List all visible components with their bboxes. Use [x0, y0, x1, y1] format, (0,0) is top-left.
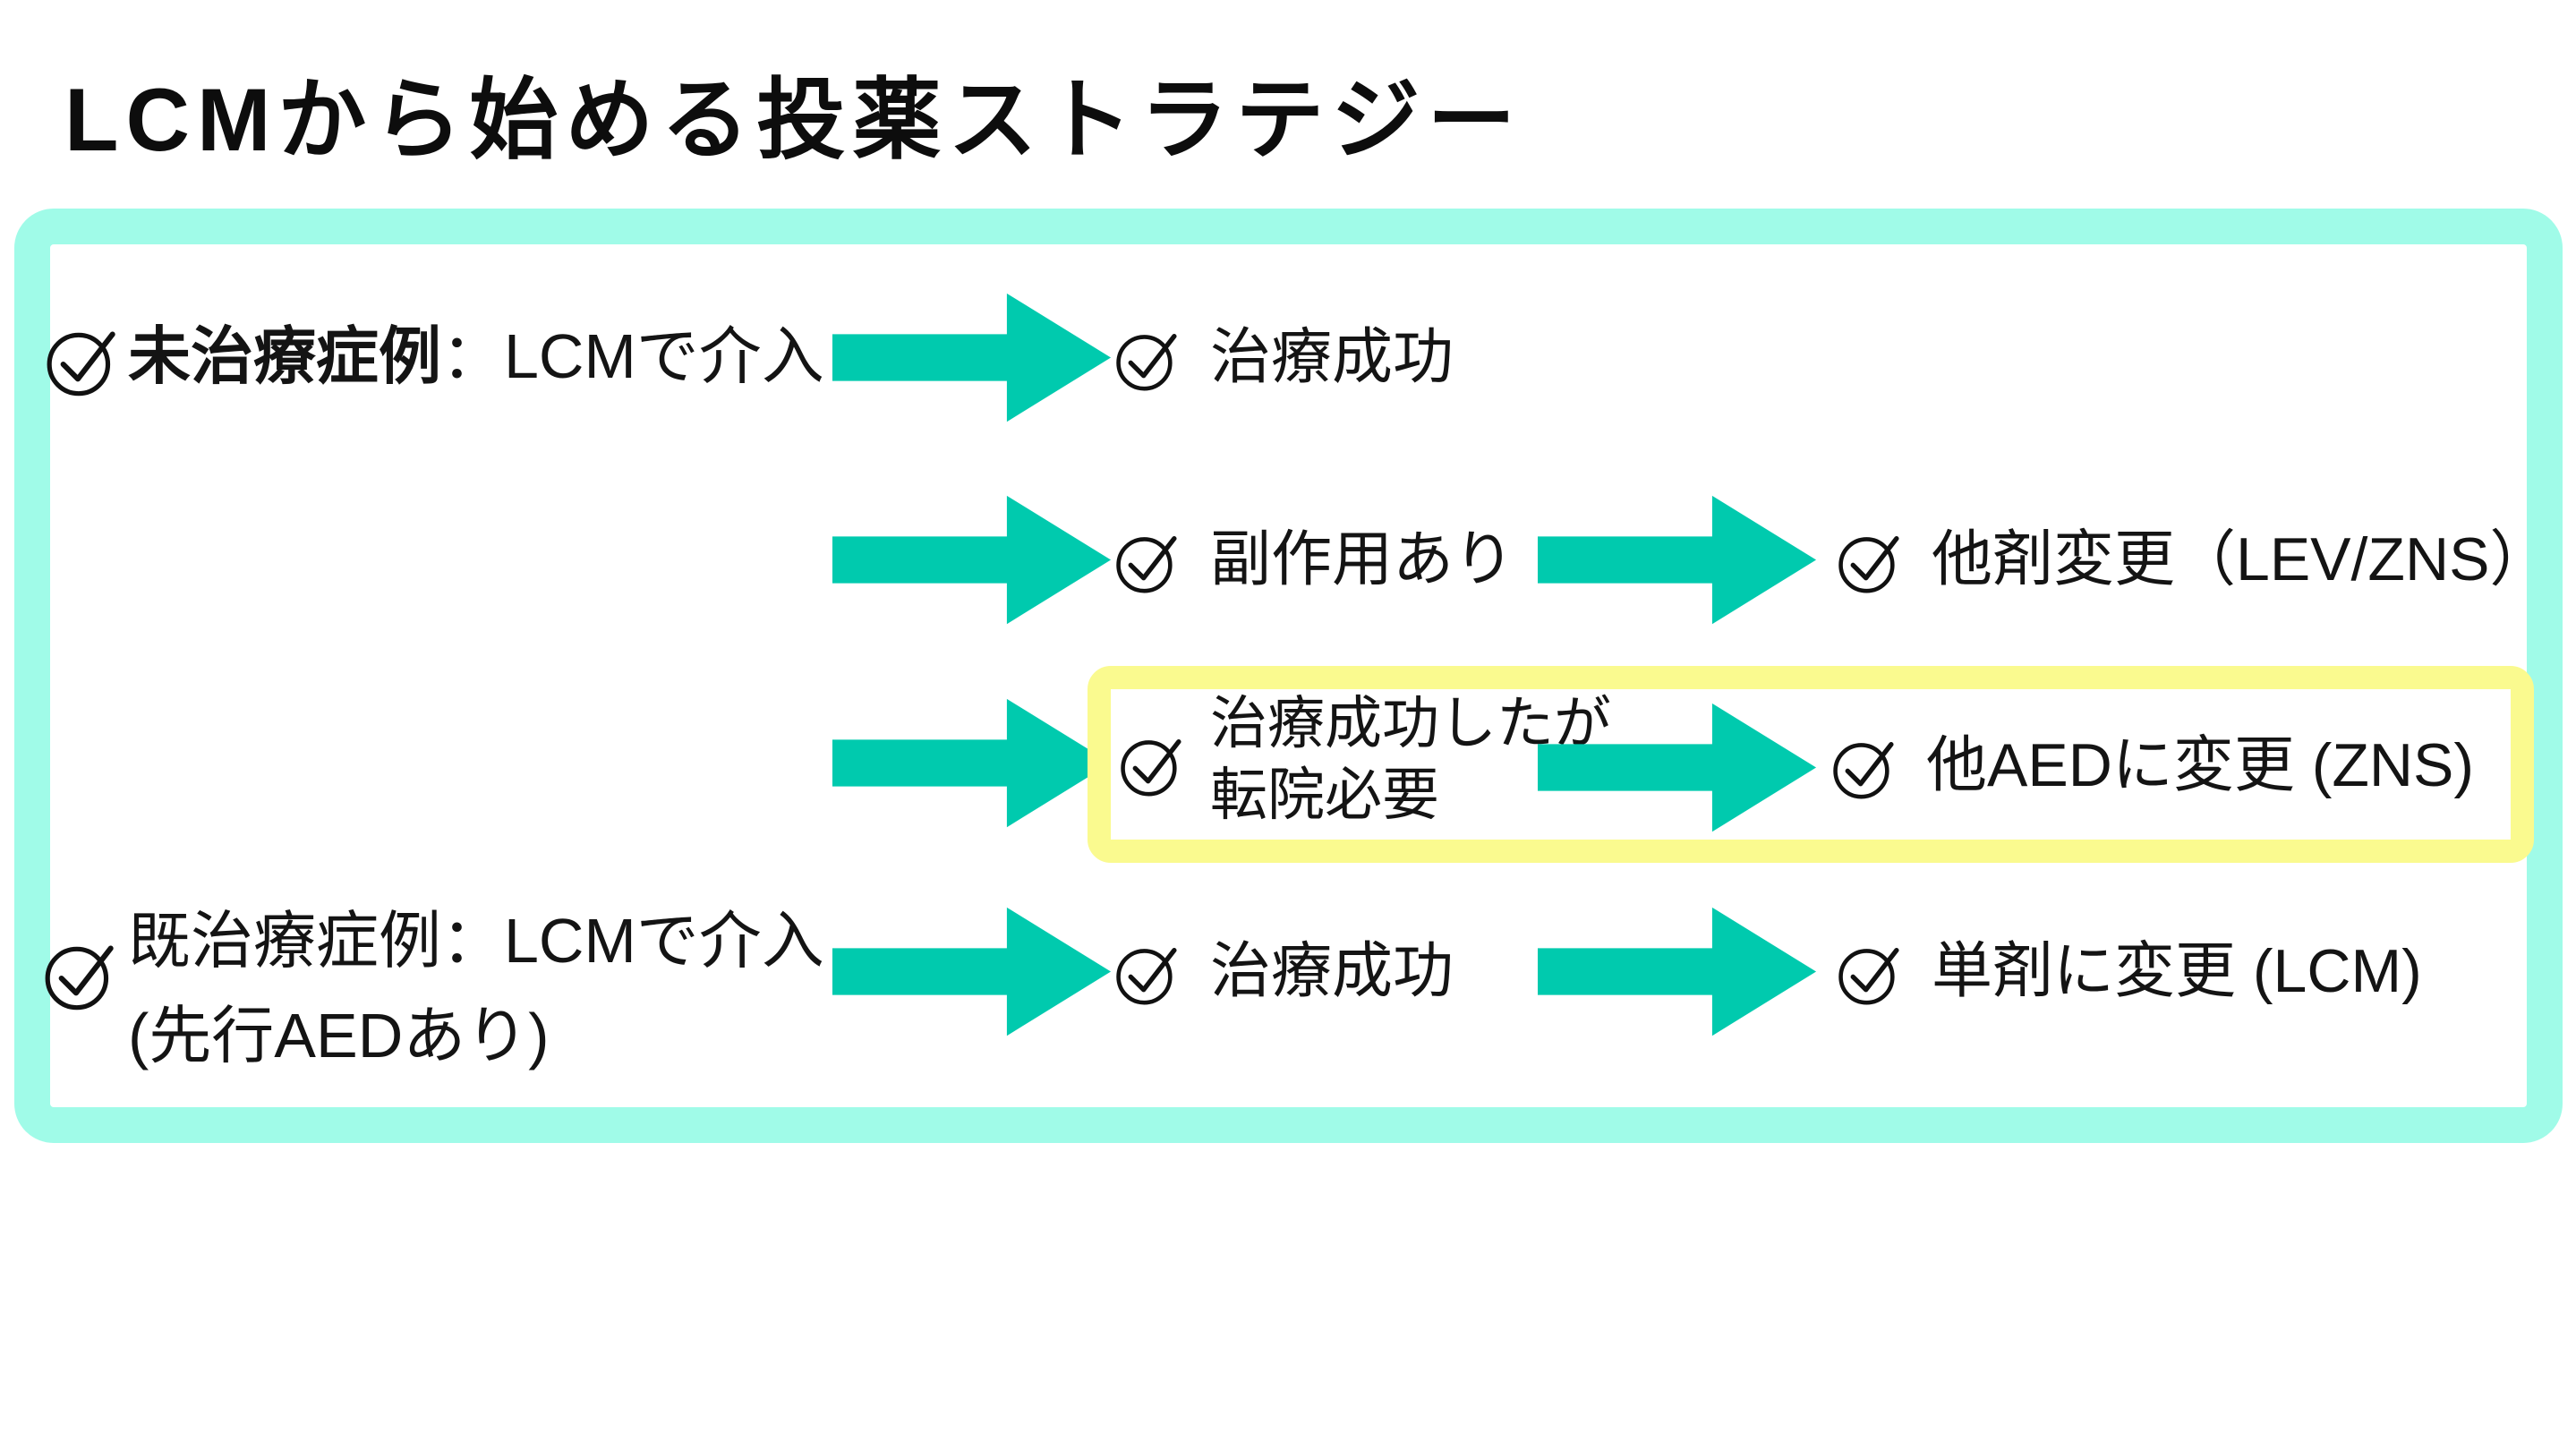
check-circle-icon [1121, 739, 1181, 797]
case-label-bold: 既治療症例 [128, 906, 441, 976]
check-circle-icon [1833, 742, 1894, 799]
check-circle-icon [1116, 536, 1177, 593]
arrow-right-icon [832, 907, 1112, 1036]
check-circle-icon [1116, 334, 1177, 391]
case-label-rest: ：LCMで介入 [441, 906, 824, 976]
case-label-pretreated-line1: 既治療症例：LCMで介入 [128, 893, 824, 988]
outcome-label-success: 治療成功 [1210, 937, 1454, 1006]
action-label-switch-drug: 他剤変更（LEV/ZNS） [1932, 525, 2551, 594]
arrow-right-icon [1538, 495, 1817, 625]
outcome-label-transfer-line2: 転院必要 [1210, 763, 1439, 827]
case-label-untreated: 未治療症例：LCMで介入 [128, 313, 824, 399]
check-circle-icon [47, 331, 115, 397]
case-label-pretreated-line2: (先行AEDあり) [128, 1001, 550, 1070]
arrow-right-icon [832, 293, 1112, 422]
check-circle-icon [1116, 948, 1177, 1005]
case-label-bold: 未治療症例 [128, 321, 441, 391]
action-label-switch-aed: 他AEDに変更 (ZNS) [1926, 731, 2475, 800]
arrow-right-icon [1538, 907, 1817, 1036]
outcome-label-side-effect: 副作用あり [1210, 525, 1515, 594]
arrow-right-icon [1538, 703, 1817, 832]
action-label-monotherapy: 単剤に変更 (LCM) [1932, 937, 2422, 1006]
arrow-right-icon [832, 698, 1112, 828]
check-circle-icon [1838, 948, 1899, 1005]
case-label-rest: ：LCMで介入 [441, 321, 824, 391]
page-title: LCMから始める投薬ストラテジー [64, 70, 1523, 169]
outcome-label-success: 治療成功 [1210, 323, 1454, 392]
case-label-pretreated: 既治療症例：LCMで介入 (先行AEDあり) [128, 893, 824, 1083]
check-circle-icon [1838, 536, 1899, 593]
arrow-right-icon [832, 495, 1112, 625]
check-circle-icon [45, 945, 114, 1011]
